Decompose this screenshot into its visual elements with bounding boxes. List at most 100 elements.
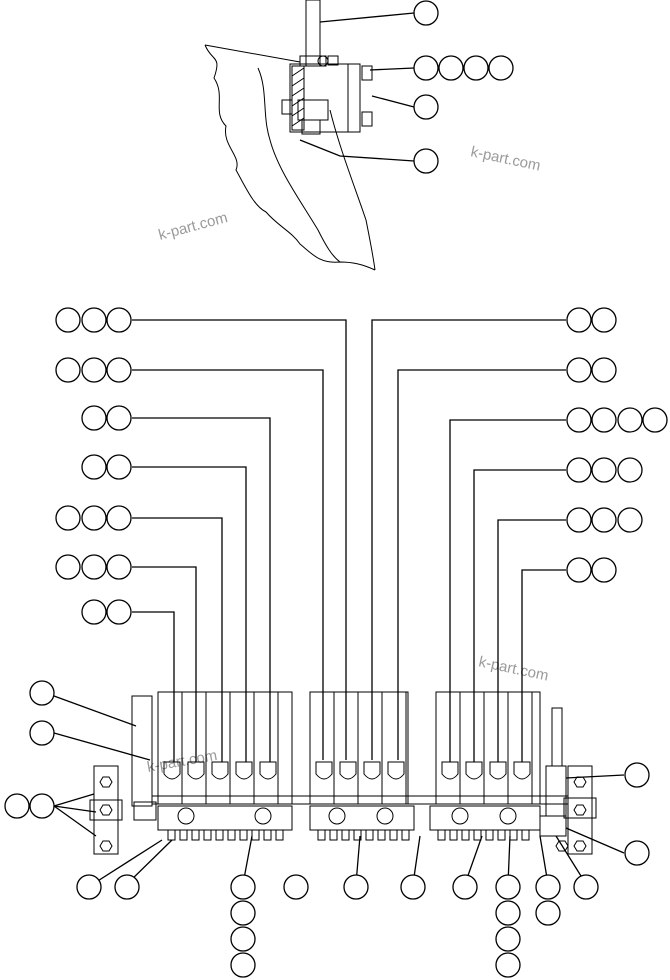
callout-bubble [230,900,256,926]
indicator-port [499,807,517,825]
upper-leaders [299,12,415,162]
outlet-nipple [389,829,398,841]
distributor-base-1 [157,805,293,831]
callout-bubble [573,874,599,900]
leader-line [132,517,223,762]
callout-bubble [55,554,81,580]
callout-bubble [617,507,643,533]
callout-bubble [4,793,30,819]
right-clamp-plate [563,797,597,819]
callout-bubble [283,874,309,900]
bracket-flange [347,63,361,133]
outlet-nipple [215,829,224,841]
header-rail [151,795,569,805]
hex-bolt [99,804,113,816]
leader-line [53,732,151,761]
outlet-nipple [473,829,482,841]
leader-line [132,566,197,762]
outlet-nipple [437,829,446,841]
leader-line [92,839,163,885]
callout-bubble [81,599,107,625]
outlet-nipple [521,829,530,841]
callout-bubble [566,557,592,583]
callout-bubble [106,307,132,333]
rod-collar [299,55,327,67]
right-clamp [567,765,593,855]
manifold-assembly [89,691,597,855]
valve-cap [187,761,205,780]
switch-lead [551,707,563,767]
callout-bubble [452,874,478,900]
outlet-nipple [263,829,272,841]
valve-cap [339,761,357,780]
pressure-switch [545,765,567,817]
leader-line [53,793,95,807]
clamp-nut [297,99,329,121]
frame-plate-outline [204,44,376,271]
outlet-nipple [329,829,338,841]
hex-bolt [573,776,587,788]
callout-bubble [106,505,132,531]
bolt-upper [361,65,373,81]
outlet-nipple [365,829,374,841]
callout-bubble [76,874,102,900]
leader-line [521,569,566,762]
valve-cap [163,761,181,780]
callout-bubble [106,554,132,580]
callout-bubble [617,457,643,483]
frame-plate-inner [257,67,341,263]
distributor-block-3 [435,691,541,805]
callout-bubble [566,307,592,333]
leader-line [53,805,97,813]
valve-cap [259,761,277,780]
callout-bubble [106,454,132,480]
valve-cap [235,761,253,780]
leader-line [565,774,625,779]
outlet-nipple [191,829,200,841]
leader-line [132,611,175,762]
outlet-nipple [377,829,386,841]
indicator-port [451,807,469,825]
callout-bubble [591,307,617,333]
callout-bubble [400,874,426,900]
callout-bubble [81,454,107,480]
left-clamp-plate [89,799,123,821]
callout-bubble [488,55,514,81]
callout-bubble [114,874,140,900]
indicator-port [177,807,195,825]
leader-line [565,827,625,854]
callout-bubble [106,357,132,383]
callout-bubble [591,507,617,533]
frame-plate-right [329,109,376,271]
upper-callouts [413,0,514,174]
callout-bubble [81,554,107,580]
callout-bubble [413,94,439,120]
callout-bubble [495,874,521,900]
outlet-ports [167,807,530,841]
upper-detail-view [204,0,514,271]
outlet-nipple [251,829,260,841]
clamp-bolt-head [301,119,321,135]
indicator-port [328,807,346,825]
outlet-nipple [509,829,518,841]
leader-line [132,319,347,760]
callout-bubble [566,507,592,533]
callout-bubble [591,557,617,583]
callout-bubble [413,0,439,26]
callout-bubble [591,457,617,483]
indicator-port [376,807,394,825]
outlet-nipple [461,829,470,841]
leader-line [497,519,566,762]
watermark-1: k-part.com [469,143,542,174]
callout-bubble [591,357,617,383]
left-elbow [133,801,157,821]
leader-line [53,805,97,837]
outlet-tee [539,815,567,837]
side-nut [281,99,293,115]
callout-bubble [343,874,369,900]
callout-bubble [29,793,55,819]
outlet-nipple [239,829,248,841]
callout-bubble [413,55,439,81]
outlet-nipple [179,829,188,841]
